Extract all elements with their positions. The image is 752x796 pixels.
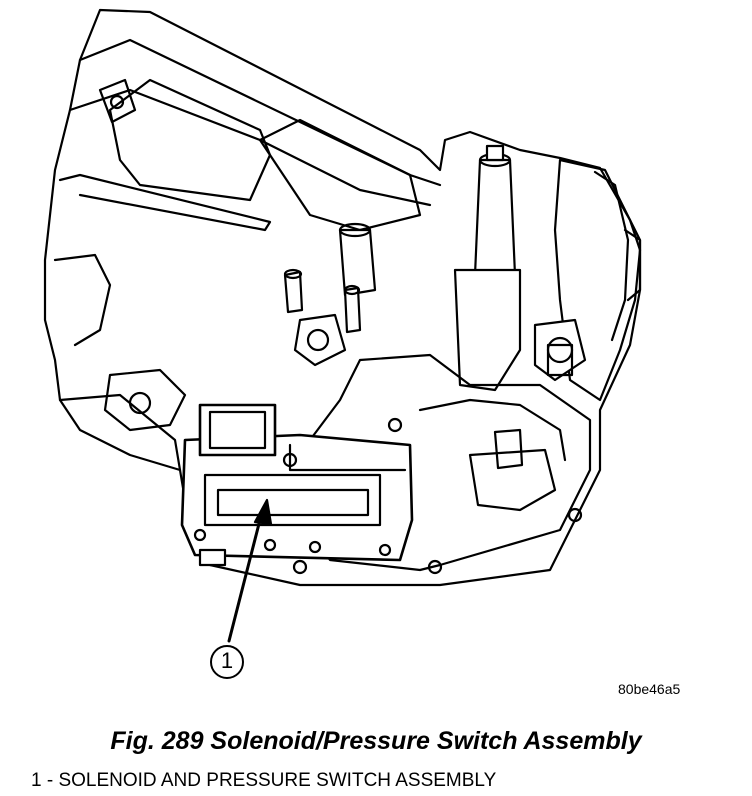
cooler-fittings [283, 222, 377, 367]
mount-boss-upper [98, 78, 137, 124]
mount-hole-upper [109, 94, 125, 110]
solenoid-connector [198, 403, 277, 457]
legend-item: 1 - SOLENOID AND PRESSURE SWITCH ASSEMBL… [31, 770, 497, 791]
bell-housing-rib-3 [58, 173, 272, 232]
mounting-hole-left [128, 391, 152, 415]
speed-sensor [493, 428, 524, 470]
solenoid-bolt-2 [193, 528, 207, 542]
solenoid-recess [203, 473, 382, 527]
differential-housing [553, 158, 642, 402]
solenoid-bolt-1 [282, 452, 298, 468]
right-fitting-nut [546, 343, 574, 377]
pan-bolt-1 [292, 559, 308, 575]
solenoid-bolt-5 [378, 543, 392, 557]
shaft-base [453, 268, 522, 392]
speed-sensor-base [468, 448, 557, 512]
figure-caption: Fig. 289 Solenoid/Pressure Switch Assemb… [110, 727, 642, 755]
bell-housing-rib-4 [53, 253, 112, 347]
solenoid-connector-inner [208, 410, 267, 450]
inner-flange [108, 78, 272, 202]
mounting-pad-left [103, 368, 187, 432]
solenoid-bolt-3 [263, 538, 277, 552]
pan-bolt-2 [427, 559, 443, 575]
shaft-cap [485, 144, 505, 162]
bell-housing-lower [58, 393, 182, 472]
solenoid-bolt-4 [308, 540, 322, 554]
solenoid-recess-inner [216, 488, 370, 517]
image-id: 80be46a5 [618, 681, 681, 697]
upper-rib [258, 118, 422, 232]
callout-circle [210, 645, 244, 679]
valve-body-rib [418, 398, 567, 462]
bell-housing-rib [78, 38, 442, 187]
pan-bolt-3 [567, 507, 583, 523]
callout-arrowhead [253, 498, 273, 526]
solenoid-pressure-switch-assembly [180, 403, 414, 567]
output-seal [623, 228, 642, 302]
solenoid-tab [198, 548, 227, 567]
callout-leader-line [227, 510, 264, 643]
solenoid-bolt-6 [387, 417, 403, 433]
callout-number: 1 [220, 648, 234, 673]
shift-shaft [473, 158, 517, 277]
differential-flange [593, 170, 630, 342]
